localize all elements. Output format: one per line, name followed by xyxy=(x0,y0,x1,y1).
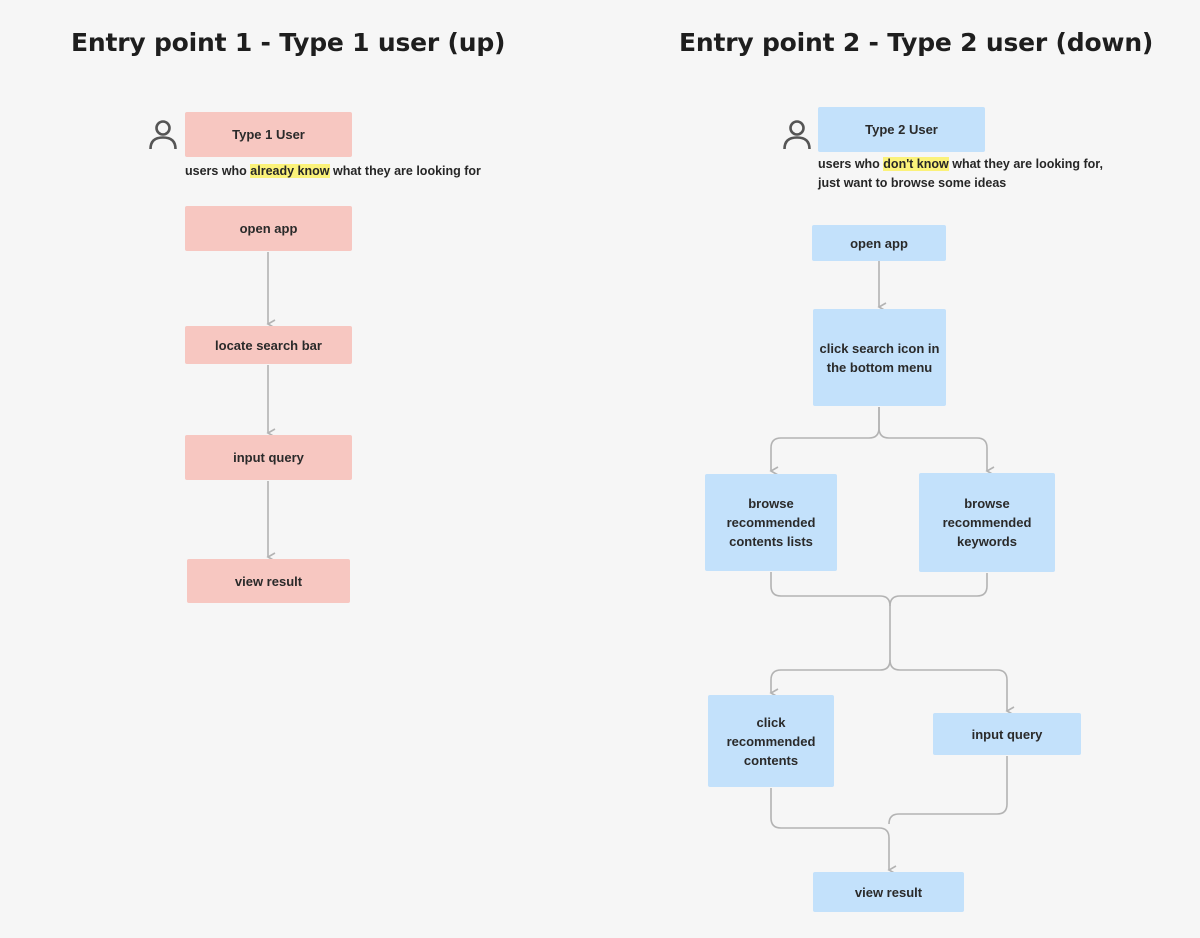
highlight-dont-know: don't know xyxy=(883,157,949,171)
person-icon xyxy=(782,119,812,151)
flow1-step-open-app: open app xyxy=(185,206,352,251)
flow2-step-browse-contents-lists: browse recommended contents lists xyxy=(705,474,837,571)
connector-input-query-to-view xyxy=(888,756,1008,825)
entry-point-1-title: Entry point 1 - Type 1 user (up) xyxy=(71,28,506,57)
connector-browse-keywords-to-merge xyxy=(889,573,988,607)
flow1-step-input-query: input query xyxy=(185,435,352,480)
connector-merge-to-input-query xyxy=(889,659,1015,716)
type2-user-box: Type 2 User xyxy=(818,107,985,152)
type2-user-description: users who don't know what they are looki… xyxy=(818,157,1103,190)
flow1-step-view-result: view result xyxy=(187,559,350,603)
flow2-step-open-app: open app xyxy=(812,225,946,261)
flow2-step-click-search-icon: click search icon in the bottom menu xyxy=(813,309,946,406)
connector-click-contents-to-view xyxy=(770,788,897,875)
connector-search-to-browse-lists xyxy=(769,407,880,476)
connector-browse-lists-to-merge xyxy=(770,572,891,660)
type1-user-description: users who already know what they are loo… xyxy=(185,164,481,178)
person-icon xyxy=(148,119,178,151)
entry-point-2-title: Entry point 2 - Type 2 user (down) xyxy=(679,28,1154,57)
connector-search-to-browse-keywords xyxy=(878,407,995,476)
flow2-step-view-result: view result xyxy=(813,872,964,912)
flow2-step-browse-keywords: browse recommended keywords xyxy=(919,473,1055,572)
connector-merge-to-click-contents xyxy=(769,659,891,698)
flow1-step-locate-search-bar: locate search bar xyxy=(185,326,352,364)
highlight-already-know: already know xyxy=(250,164,330,178)
flow2-step-click-recommended-contents: click recommended contents xyxy=(708,695,834,787)
type1-user-box: Type 1 User xyxy=(185,112,352,157)
flow2-step-input-query: input query xyxy=(933,713,1081,755)
